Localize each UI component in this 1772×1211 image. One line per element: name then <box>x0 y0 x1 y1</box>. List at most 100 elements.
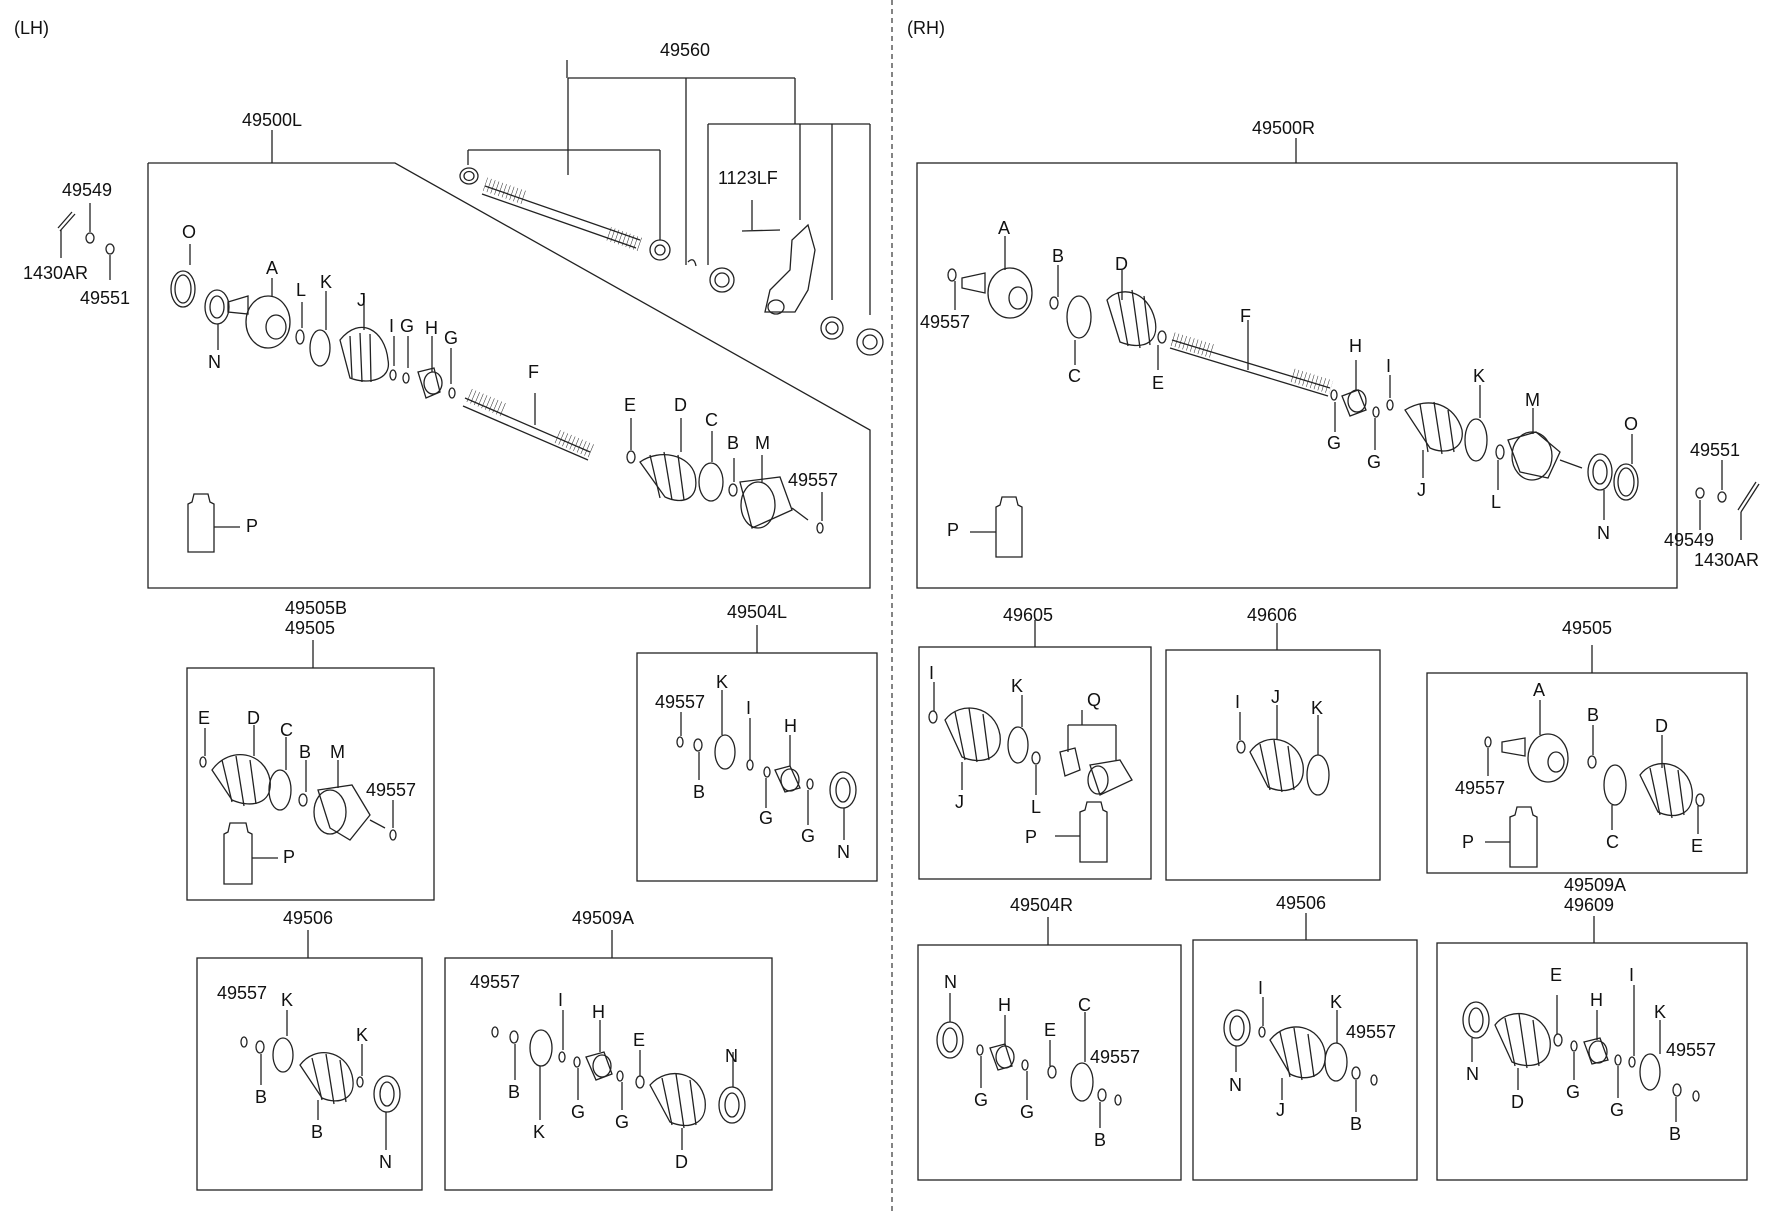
rh-kit-49504r-g1: G <box>974 1090 989 1110</box>
lh-label-c: C <box>705 410 718 430</box>
lh-kit-49509a-h: H <box>592 1002 605 1022</box>
lh-kit-49505-m: M <box>330 742 345 762</box>
rh-label-c: C <box>1068 366 1081 386</box>
lh-kit-49504l-b: B <box>693 782 706 802</box>
rh-assembly-number: 49500R <box>1252 118 1316 138</box>
lh-kit-49505-title1: 49505B <box>285 598 348 618</box>
rh-kit-49504r-n: N <box>944 972 957 992</box>
rh-label-b: B <box>1052 246 1065 266</box>
lh-kit-49509a-g2: G <box>615 1112 630 1132</box>
lh-kit-49504l-i: I <box>746 698 752 718</box>
lh-bolt-number-b: 1430AR <box>23 263 89 283</box>
lh-kit-49505-c: C <box>280 720 293 740</box>
lh-kit-49509a-title: 49509A <box>572 908 635 928</box>
rh-kit-49606-k: K <box>1311 698 1324 718</box>
lh-kit-49505-b: B <box>299 742 312 762</box>
rh-kit-49509a-b: B <box>1669 1124 1682 1144</box>
lh-kit-49505-p: P <box>283 847 296 867</box>
lh-label-g1: G <box>400 316 415 336</box>
lh-main-assembly <box>57 60 884 589</box>
rh-kit-49505-a: A <box>1533 680 1546 700</box>
rh-kit-49509a-title2: 49609 <box>1564 895 1615 915</box>
rh-kit-49606-i: I <box>1235 692 1241 712</box>
lh-label-i: I <box>389 316 395 336</box>
rh-label-i: I <box>1386 356 1392 376</box>
lh-assembly-number: 49500L <box>242 110 303 130</box>
rh-kit-49504r-g2: G <box>1020 1102 1035 1122</box>
lh-label-j: J <box>357 290 366 310</box>
rh-kit-49509a-g2: G <box>1610 1100 1625 1120</box>
lh-kit-49506-k2: K <box>356 1025 369 1045</box>
lh-kit-49506 <box>196 930 423 1191</box>
rh-kit-49505-title: 49505 <box>1562 618 1613 638</box>
rh-label-m: M <box>1525 390 1540 410</box>
lh-label-b: B <box>727 433 740 453</box>
rh-main-assembly <box>916 138 1760 589</box>
rh-kit-49505-d: D <box>1655 716 1668 736</box>
lh-kit-49504l-k: K <box>716 672 729 692</box>
lh-kit-49506-clip: 49557 <box>217 983 268 1003</box>
rh-kit-49506-k: K <box>1330 992 1343 1012</box>
rh-kit-49605-title: 49605 <box>1003 605 1054 625</box>
rh-kit-49505 <box>1426 645 1748 874</box>
rh-kit-49506-b <box>1192 913 1418 1181</box>
rh-kit-49509a-i: I <box>1629 965 1635 985</box>
rh-label-g1: G <box>1327 433 1342 453</box>
lh-kit-49506-title: 49506 <box>283 908 334 928</box>
lh-shaft-group-number: 49560 <box>660 40 711 60</box>
lh-label-p: P <box>246 516 259 536</box>
rh-kit-49509a-h: H <box>1590 990 1603 1010</box>
rh-label-d: D <box>1115 254 1128 274</box>
rh-kit-49504r-title: 49504R <box>1010 895 1074 915</box>
lh-label-g2: G <box>444 328 459 348</box>
rh-label-f: F <box>1240 306 1251 326</box>
rh-kit-49506-clip: 49557 <box>1346 1022 1397 1042</box>
lh-kit-49504l-title: 49504L <box>727 602 788 622</box>
rh-label-p: P <box>947 520 960 540</box>
lh-kit-49509a-b: B <box>508 1082 521 1102</box>
lh-kit-49509a-clip: 49557 <box>470 972 521 992</box>
lh-label-n: N <box>208 352 221 372</box>
lh-kit-49509A <box>444 930 773 1191</box>
rh-kit-49505-b: B <box>1587 705 1600 725</box>
rh-clip-number: 49557 <box>920 312 971 332</box>
lh-label-m: M <box>755 433 770 453</box>
lh-bolt-number-c: 49551 <box>80 288 131 308</box>
rh-kit-49606 <box>1165 623 1381 881</box>
rh-kit-49605-p: P <box>1025 827 1038 847</box>
rh-kit-49504r-b: B <box>1094 1130 1107 1150</box>
lh-kit-49506-k1: K <box>281 990 294 1010</box>
rh-label-a: A <box>998 218 1011 238</box>
rh-kit-49506-j: J <box>1276 1100 1285 1120</box>
rh-kit-49509a-clip: 49557 <box>1666 1040 1717 1060</box>
rh-kit-49509A <box>1436 916 1748 1181</box>
rh-label-k: K <box>1473 366 1486 386</box>
rh-kit-49509a-n: N <box>1466 1064 1479 1084</box>
lh-clip-number: 49557 <box>788 470 839 490</box>
rh-kit-49506-b: B <box>1350 1114 1363 1134</box>
rh-kit-49509a-title1: 49509A <box>1564 875 1627 895</box>
rh-kit-49505-e: E <box>1691 836 1704 856</box>
lh-kit-49506-b2: B <box>311 1122 324 1142</box>
lh-kit-49509a-e: E <box>633 1030 646 1050</box>
lh-label-l: L <box>296 280 307 300</box>
rh-kit-49605-j: J <box>955 792 964 812</box>
lh-kit-49504l-clip: 49557 <box>655 692 706 712</box>
lh-kit-49506-n: N <box>379 1152 392 1172</box>
rh-label-l: L <box>1491 492 1502 512</box>
lh-label-k: K <box>320 272 333 292</box>
rh-kit-49504r-clip: 49557 <box>1090 1047 1141 1067</box>
lh-kit-49509a-k: K <box>533 1122 546 1142</box>
lh-kit-49505 <box>186 640 435 901</box>
rh-kit-49605-l: L <box>1031 797 1042 817</box>
rh-side-label: (RH) <box>907 18 945 38</box>
rh-kit-49505-c: C <box>1606 832 1619 852</box>
lh-kit-49504l-g2: G <box>801 826 816 846</box>
rh-kit-49506-i: I <box>1258 978 1264 998</box>
rh-kit-49505-p: P <box>1462 832 1475 852</box>
lh-label-h: H <box>425 318 438 338</box>
rh-label-n: N <box>1597 523 1610 543</box>
rh-label-o: O <box>1624 414 1639 434</box>
lh-kit-49505-d: D <box>247 708 260 728</box>
lh-kit-49504l-h: H <box>784 716 797 736</box>
